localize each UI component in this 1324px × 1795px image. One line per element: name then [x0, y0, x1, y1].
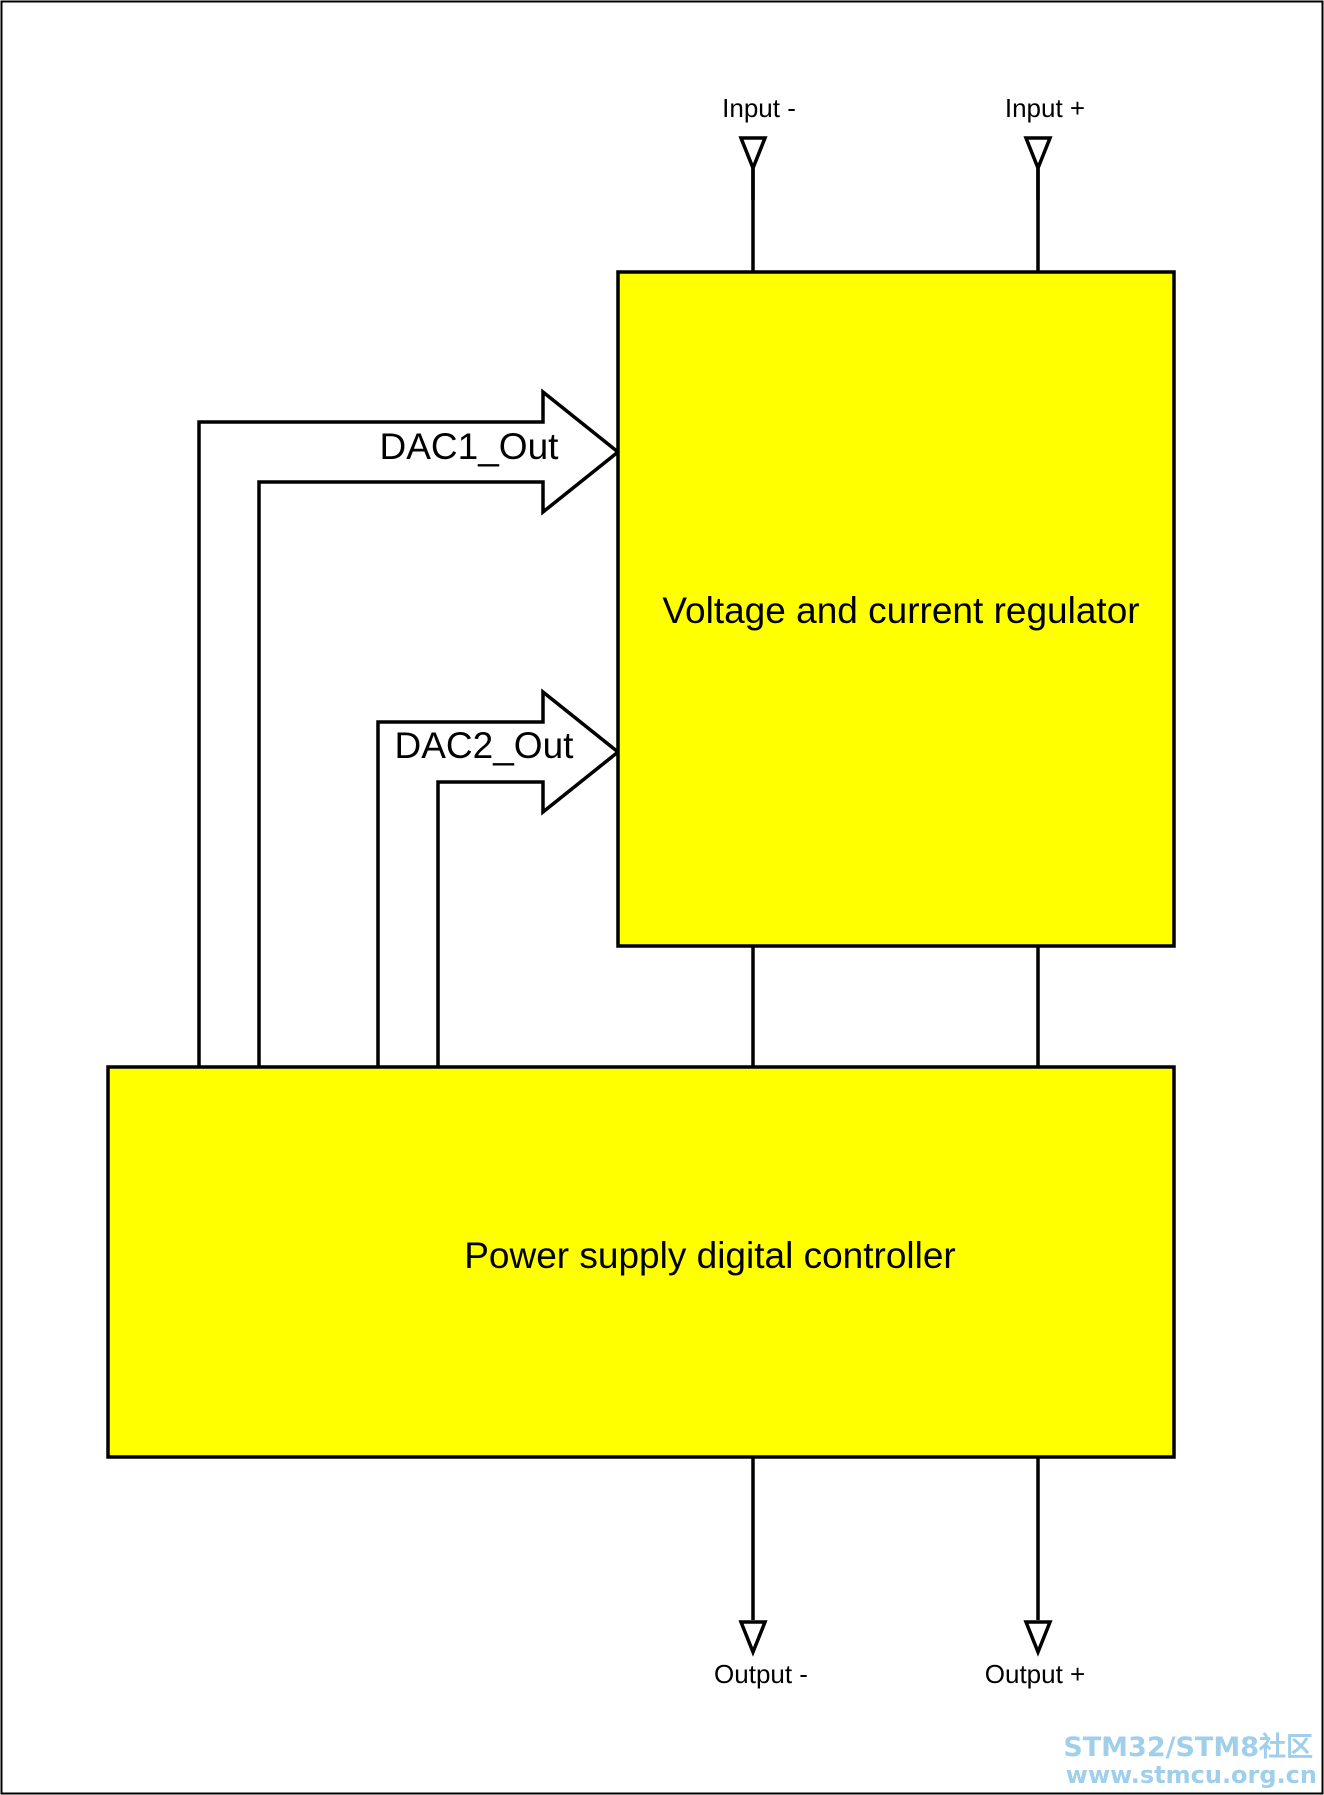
- watermark-line-2: www.stmcu.org.cn: [1066, 1761, 1317, 1789]
- input-minus-terminal-icon: [738, 136, 768, 173]
- input-plus-label: Input +: [1005, 93, 1085, 123]
- output-plus-label: Output +: [985, 1659, 1085, 1689]
- output-minus-terminal-icon: [738, 1620, 768, 1657]
- controller-label: Power supply digital controller: [464, 1235, 956, 1276]
- controller-block: [106, 1065, 1176, 1459]
- output-minus-label: Output -: [714, 1659, 808, 1689]
- dac1-bus-label: DAC1_Out: [380, 426, 560, 467]
- interconnect-wires: [751, 946, 1040, 1067]
- regulator-block: [616, 270, 1176, 948]
- dac2-bus-label: DAC2_Out: [395, 725, 575, 766]
- regulator-label: Voltage and current regulator: [662, 590, 1139, 631]
- output-wires: [751, 1457, 1040, 1620]
- watermark-line-1: STM32/STM8社区: [1063, 1731, 1313, 1763]
- input-minus-label: Input -: [722, 93, 796, 123]
- output-plus-terminal-icon: [1023, 1620, 1053, 1657]
- input-plus-terminal-icon: [1023, 136, 1053, 173]
- terminal-markers: [738, 136, 1053, 1657]
